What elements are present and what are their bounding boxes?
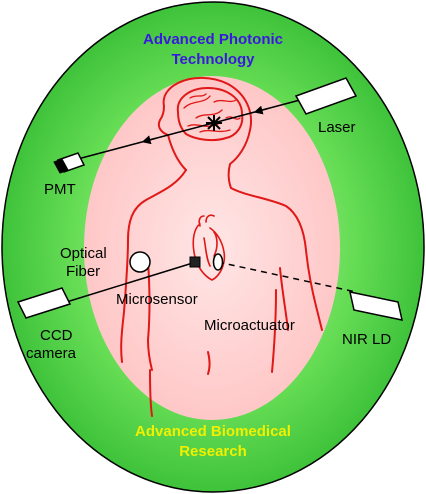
bottom-title-line1: Advanced Biomedical: [135, 423, 291, 440]
optical-fiber-label-2: Fiber: [66, 263, 100, 280]
fiber-tip-icon: [189, 256, 201, 268]
nir-ld-icon: [349, 291, 403, 321]
right-shoulder-arm: [230, 187, 323, 331]
right-arm-inner: [279, 267, 289, 331]
inner-ellipse: [84, 76, 340, 420]
ccd-camera-icon: [16, 287, 72, 319]
top-title-line1: Advanced Photonic: [143, 31, 283, 48]
beam-arrow-1: [253, 105, 269, 115]
left-arm-inner: [147, 261, 153, 371]
ccd-label-2: camera: [26, 345, 77, 362]
pmt-label: PMT: [44, 181, 76, 198]
optical-fiber-line: [59, 261, 197, 305]
microsensor-icon: [129, 251, 151, 273]
beam-arrow-2: [141, 135, 157, 145]
microactuator-label: Microactuator: [204, 317, 295, 334]
microactuator-icon: [212, 253, 224, 271]
navel-line: [207, 351, 211, 375]
nir-ld-label: NIR LD: [342, 331, 391, 348]
head-outline: [157, 76, 252, 189]
focal-point-icon: [206, 115, 222, 131]
ccd-label-1: CCD: [40, 327, 73, 344]
optical-fiber-label-1: Optical: [60, 245, 107, 262]
left-torso: [149, 369, 153, 417]
brain-outline: [176, 87, 244, 142]
pmt-device-icon: [53, 152, 86, 174]
laser-device-icon: [294, 77, 358, 115]
human-figure: [120, 76, 323, 417]
top-title-line2: Technology: [171, 51, 255, 68]
laser-label: Laser: [318, 119, 356, 136]
heart: [192, 214, 226, 281]
microsensor-label: Microsensor: [116, 291, 198, 308]
left-shoulder-arm: [120, 169, 187, 363]
bottom-title-line2: Research: [179, 443, 247, 460]
right-torso: [271, 289, 277, 373]
nir-dashed-beam: [217, 261, 357, 293]
